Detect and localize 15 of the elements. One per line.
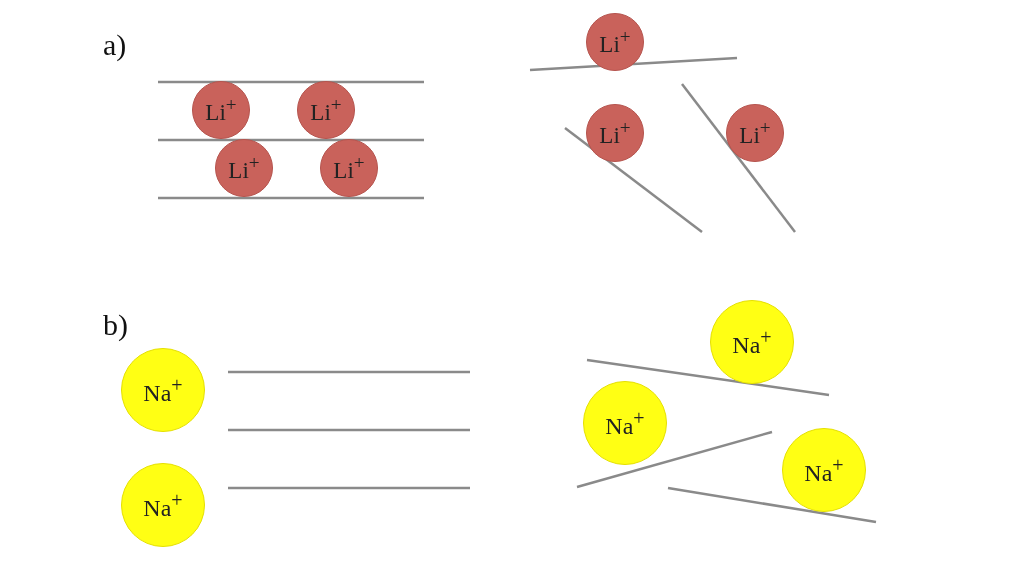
ion-label: Li$^{+}$ [599,26,631,58]
panel-label: b) [103,308,128,342]
ion-label: Li$^{+}$ [739,117,771,149]
ion-label: Na$^{+}$ [143,373,183,407]
ion-label: Li$^{+}$ [333,152,365,184]
ion-label: Li$^{+}$ [310,94,342,126]
lithium-ion-circle [586,13,644,71]
ion-label: Li$^{+}$ [205,94,237,126]
ion-label: Na$^{+}$ [143,488,183,522]
ion-label: Na$^{+}$ [732,325,772,359]
panel-label: a) [103,28,127,62]
ion-label: Li$^{+}$ [599,117,631,149]
ion-label: Li$^{+}$ [228,152,260,184]
ion-label: Na$^{+}$ [605,406,645,440]
ion-label: Na$^{+}$ [804,453,844,487]
